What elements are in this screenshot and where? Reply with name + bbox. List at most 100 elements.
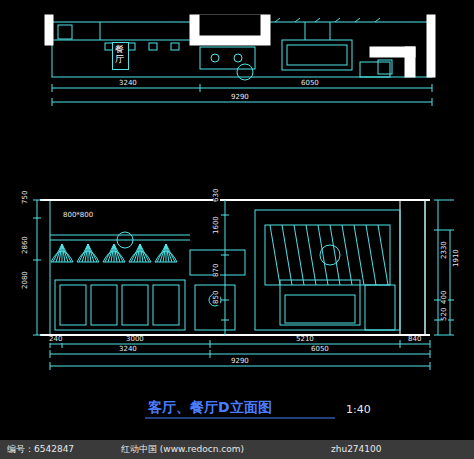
cad-line	[52, 102, 432, 103]
cad-circle	[211, 54, 219, 62]
dimension-text: 750	[22, 190, 29, 205]
dimension-text: 5210	[295, 336, 315, 343]
cad-rect	[190, 15, 270, 45]
dimension-text: 1910	[453, 248, 460, 268]
cad-line	[225, 200, 226, 335]
cad-line	[37, 200, 38, 335]
cad-line	[134, 244, 140, 262]
cad-line	[163, 244, 166, 262]
cad-line	[434, 200, 454, 201]
cad-line	[354, 225, 364, 285]
cad-line	[432, 98, 433, 106]
dimension-text: 800*800	[62, 212, 94, 219]
cad-line	[200, 84, 201, 92]
cad-line	[275, 18, 280, 22]
cad-line	[210, 340, 211, 348]
cad-line	[295, 18, 300, 22]
cad-line	[221, 300, 229, 301]
cad-line	[355, 18, 360, 22]
cad-rect	[45, 15, 53, 45]
cad-rect	[287, 45, 347, 65]
cad-line	[33, 335, 41, 336]
cad-rect	[427, 15, 435, 77]
cad-line	[56, 244, 62, 262]
cad-line	[270, 225, 280, 285]
cad-line	[88, 244, 97, 262]
cad-line	[33, 200, 41, 201]
cad-line	[53, 40, 190, 41]
cad-line	[160, 244, 166, 262]
cad-rect	[122, 285, 148, 325]
dimension-text: 6050	[310, 346, 330, 353]
cad-rect	[91, 285, 117, 325]
cad-rect	[405, 47, 415, 77]
cad-line	[40, 334, 430, 336]
dimension-text: 9290	[230, 358, 250, 365]
cad-rect	[200, 47, 255, 69]
cad-line	[378, 225, 388, 285]
dimension-text: 630	[213, 188, 220, 203]
cad-line	[400, 340, 401, 348]
cad-line	[40, 199, 430, 201]
cad-line	[315, 18, 320, 22]
dining-table: 餐厅	[112, 42, 129, 70]
watermark-band	[0, 440, 474, 459]
dimension-text: 2330	[441, 240, 448, 260]
dimension-text: 9290	[230, 94, 250, 101]
cad-line	[306, 225, 316, 285]
dimension-text: 2080	[22, 270, 29, 290]
cad-line	[52, 98, 53, 106]
cad-circle	[117, 232, 133, 248]
cad-line	[375, 18, 380, 22]
cad-line	[50, 354, 430, 355]
cad-line	[50, 350, 51, 358]
cad-line	[50, 366, 430, 367]
cad-line	[294, 225, 304, 285]
cad-rect	[153, 285, 179, 325]
cad-line	[137, 244, 140, 262]
dimension-text: 1600	[213, 215, 220, 235]
cad-circle	[237, 64, 253, 80]
cad-line	[434, 335, 454, 336]
cad-line	[50, 240, 190, 241]
cad-rect	[265, 225, 390, 285]
room-name: 餐厅	[115, 45, 124, 65]
cad-rect	[149, 43, 157, 50]
cad-rect	[255, 210, 400, 330]
cad-line	[62, 244, 71, 262]
cad-line	[52, 88, 432, 89]
cad-line	[434, 230, 454, 231]
cad-line	[145, 418, 335, 419]
cad-rect	[60, 285, 86, 325]
dimension-text: 2860	[22, 235, 29, 255]
cad-line	[210, 350, 211, 358]
cad-line	[450, 230, 451, 335]
cad-line	[53, 244, 62, 262]
dimension-text: 3240	[118, 80, 138, 87]
watermark-text: 编号：6542847	[6, 445, 75, 454]
cad-rect	[171, 43, 179, 50]
cad-line	[52, 84, 53, 92]
dimension-text: 3240	[118, 346, 138, 353]
cad-line	[100, 22, 101, 40]
cad-rect	[50, 200, 425, 335]
dimension-text: 240	[48, 336, 63, 343]
cad-line	[166, 244, 175, 262]
dimension-text: 3000	[125, 336, 145, 343]
cad-rect	[280, 280, 360, 325]
dimension-text: 6050	[300, 80, 320, 87]
cad-rect	[365, 285, 395, 330]
cad-line	[157, 244, 166, 262]
cad-line	[50, 235, 190, 236]
cad-line	[50, 344, 430, 345]
watermark-text: 红动中国 (www.redocn.com)	[120, 445, 245, 454]
cad-line	[114, 244, 123, 262]
cad-line	[59, 244, 62, 262]
cad-line	[305, 22, 306, 40]
cad-rect	[378, 60, 392, 74]
cad-line	[79, 244, 88, 262]
cad-line	[438, 200, 439, 335]
dimension-text: 400	[441, 290, 448, 305]
